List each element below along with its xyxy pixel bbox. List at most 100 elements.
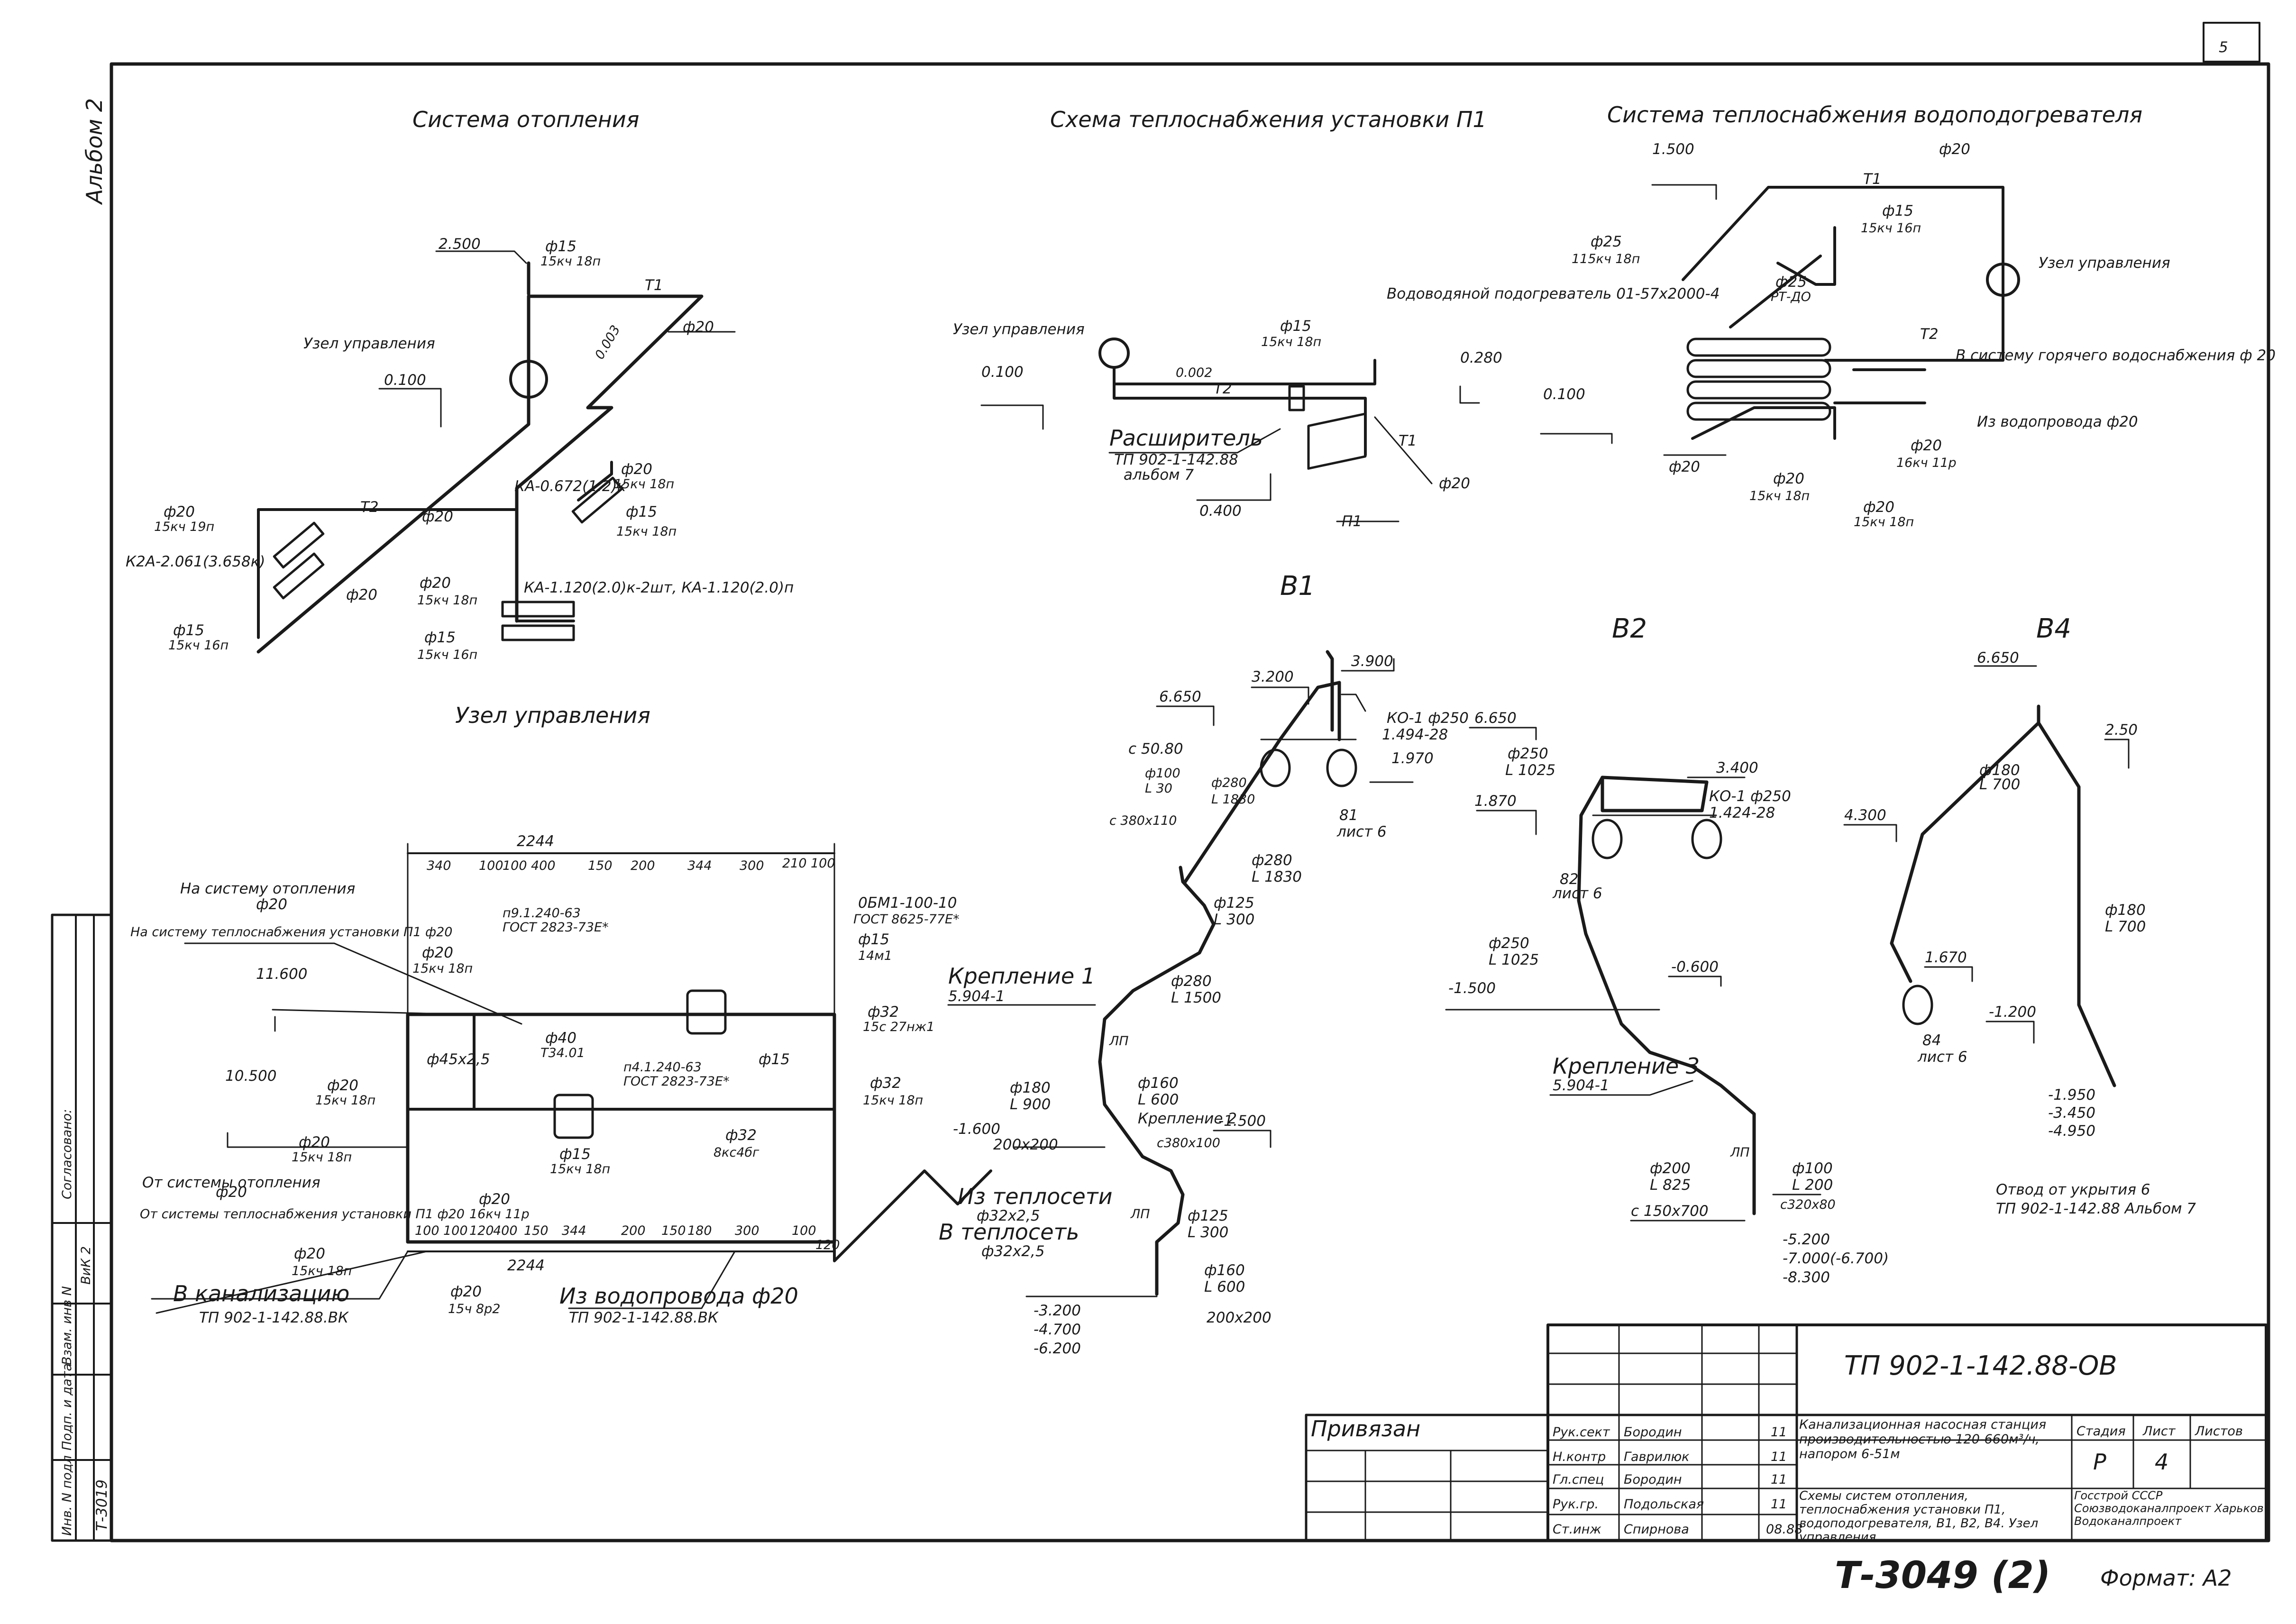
side-vik: ВиК 2 xyxy=(79,1246,93,1285)
label: ф20 xyxy=(294,1245,325,1262)
dim: 150 xyxy=(661,1223,686,1238)
label: с320х80 xyxy=(1780,1197,1836,1212)
label: Отвод от укрытия 6 xyxy=(1996,1181,2150,1198)
label: 1.424-28 xyxy=(1709,804,1775,821)
name: Подольская xyxy=(1624,1497,1704,1512)
label: К2А-2.061(3.658к) xyxy=(126,553,265,570)
label: ф20 xyxy=(327,1077,358,1094)
title-b1: В1 xyxy=(1280,571,1315,602)
dim: 400 xyxy=(531,858,556,873)
label: ТП 902-1-142.88 Альбом 7 xyxy=(1996,1200,2196,1217)
label: 15кч 18п xyxy=(1749,489,1810,503)
dim: 300 xyxy=(740,858,764,873)
label: ЛП xyxy=(1130,1207,1150,1222)
label: 81 xyxy=(1339,807,1358,824)
side-approved: Согласовано: xyxy=(60,1109,74,1199)
label: п4.1.240-63 xyxy=(623,1060,702,1075)
label: В теплосеть xyxy=(939,1219,1079,1245)
sheet-frame: 5 Альбом 2 xyxy=(82,22,2270,1542)
label: Из теплосети xyxy=(958,1184,1113,1209)
elev-0100: 0.100 xyxy=(1543,386,1585,403)
label: 15кч 18п xyxy=(1854,515,1914,529)
label: ф15 xyxy=(858,931,889,948)
dim-total-top: 2244 xyxy=(517,833,554,850)
label: КО-1 ф250 xyxy=(1709,788,1791,805)
elev: -0.600 xyxy=(1671,958,1719,976)
format-label: Формат: А2 xyxy=(2100,1565,2232,1591)
elev: -1.950 xyxy=(2048,1086,2095,1104)
dim: 100 xyxy=(443,1223,468,1238)
title-p1-supply: Схема теплоснабжения установки П1 xyxy=(1050,107,1487,132)
label: ф20 xyxy=(1863,499,1894,516)
label: ф20 xyxy=(683,319,714,336)
label: ТП 902-1-142.88 xyxy=(1114,451,1238,468)
label-fastening-3: Крепление 3 xyxy=(1553,1053,1700,1079)
heating-system-diagram: 2.500 ф15 15кч 18п Т1 ф20 Узел управлени… xyxy=(126,236,794,662)
name: Спирнова xyxy=(1624,1522,1689,1537)
archive-stamp: Т-3049 (2) xyxy=(1835,1554,2050,1597)
label: L 1025 xyxy=(1505,762,1555,779)
diagram-titles: Система отопления Схема теплоснабжения у… xyxy=(412,102,2142,728)
elev: 2.50 xyxy=(2105,721,2138,739)
label: ф20 xyxy=(420,575,451,592)
label: Т2 xyxy=(1214,380,1232,397)
label: ф250 xyxy=(1508,745,1548,762)
elev-3400: 3.400 xyxy=(1716,759,1758,776)
label: 15кч 16п xyxy=(417,648,477,662)
label: L 1500 xyxy=(1171,989,1221,1006)
label: 1.494-28 xyxy=(1382,726,1448,743)
elev: -3.450 xyxy=(2048,1104,2095,1122)
label: 200х200 xyxy=(993,1136,1058,1153)
label: ф15 xyxy=(1882,202,1913,219)
side-inv: Инв. N подл xyxy=(60,1455,74,1536)
label: ф15 xyxy=(173,622,204,639)
label: L 900 xyxy=(1010,1096,1051,1113)
label: 84 xyxy=(1922,1032,1941,1049)
label: Из водопровода ф20 xyxy=(1977,413,2138,430)
label: ЛП xyxy=(1730,1145,1750,1160)
label: На систему теплоснабжения установки П1 ф… xyxy=(130,925,452,940)
label-expander: Расширитель xyxy=(1109,425,1263,451)
dim: 344 xyxy=(687,858,712,873)
elev-1500: 1.500 xyxy=(1652,141,1694,158)
elev-10500: 10.500 xyxy=(225,1067,276,1085)
water-heater-diagram: 1.500 ф20 Т1 ф15 15кч 16п ф25 115кч 18п … xyxy=(1387,141,2276,529)
label: с380х100 xyxy=(1157,1136,1220,1150)
label: 200х200 xyxy=(1207,1309,1271,1326)
label: ф20 xyxy=(1669,458,1700,475)
label: ТП 902-1-142.88.ВК xyxy=(199,1309,349,1326)
label: лист 6 xyxy=(1552,885,1602,902)
organization-box: Госстрой СССР Союзводоканалпроект Харько… xyxy=(2074,1489,2264,1528)
label: 82 xyxy=(1560,871,1578,888)
label: с 380х110 xyxy=(1109,813,1177,828)
attached-label: Привязан xyxy=(1311,1416,1420,1442)
label: L 600 xyxy=(1138,1091,1179,1108)
sheet-title: Схемы систем отопления, теплоснабжения у… xyxy=(1799,1489,2039,1540)
label: L 700 xyxy=(2105,918,2146,935)
elev-6650: 6.650 xyxy=(1977,649,2019,666)
label: альбом 7 xyxy=(1124,466,1194,484)
label: ЛП xyxy=(1109,1034,1129,1049)
label: От системы теплоснабжения установки П1 ф… xyxy=(140,1207,465,1222)
label: Из водопровода ф20 xyxy=(559,1283,798,1309)
label: 15кч 18п xyxy=(614,477,674,492)
label: 15кч 18п xyxy=(863,1093,923,1108)
label: ф160 xyxy=(1138,1075,1179,1092)
label: 15кч 16п xyxy=(168,638,229,653)
label: 0БМ1-100-10 xyxy=(858,894,957,912)
role: Н.контр xyxy=(1553,1450,1606,1464)
elev: -4.700 xyxy=(1034,1321,1081,1338)
dim: 200 xyxy=(621,1223,646,1238)
dim: 210 xyxy=(782,856,807,871)
label: ф32 xyxy=(868,1004,899,1021)
label: ф250 xyxy=(1489,935,1529,952)
label: 15ч 8р2 xyxy=(448,1302,500,1316)
dim: 100 xyxy=(479,858,503,873)
elev-0100: 0.100 xyxy=(981,364,1024,381)
label: 115кч 18п xyxy=(1572,252,1640,266)
label: ф20 xyxy=(346,586,377,603)
label: ф180 xyxy=(1010,1079,1051,1096)
label: ф20 xyxy=(216,1184,247,1201)
label: ф125 xyxy=(1214,894,1254,912)
